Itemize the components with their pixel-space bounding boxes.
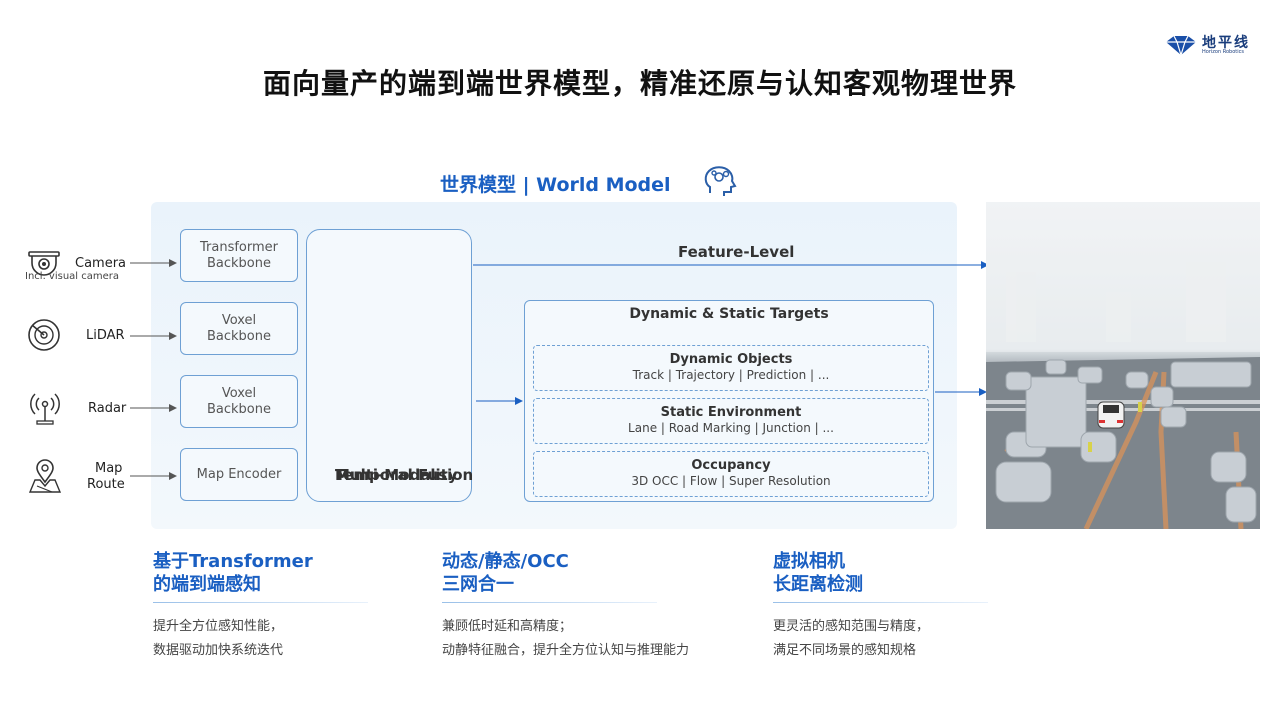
camera-icon [28, 251, 60, 276]
map-pin-icon [28, 459, 62, 493]
column-divider [773, 602, 988, 603]
lidar-label: LiDAR [86, 328, 125, 343]
camera-sublabel: Incl. visual camera [25, 271, 120, 282]
world-model-title: 世界模型 | World Model [440, 174, 671, 196]
static-environment-box: Static Environment Lane | Road Marking |… [533, 398, 929, 444]
lidar-icon [28, 319, 60, 351]
column-title: 动态/静态/OCC [442, 551, 569, 572]
column-title: 三网合一 [442, 574, 514, 595]
occupancy-title: Occupancy [691, 458, 771, 473]
column-desc: 更灵活的感知范围与精度， [773, 619, 930, 634]
column-title: 长距离检测 [773, 574, 863, 595]
column-title: 基于Transformer [153, 551, 313, 572]
feature-level-label: Feature-Level [678, 243, 795, 261]
fusion-line: Multi-Modality [335, 466, 458, 484]
column-desc: 兼顾低时延和高精度； [442, 619, 573, 634]
column-desc: 数据驱动加快系统迭代 [153, 643, 284, 658]
column-title: 虚拟相机 [773, 551, 845, 572]
column-desc: 提升全方位感知性能， [153, 619, 284, 634]
dynamic-objects-desc: Track | Trajectory | Prediction | ... [632, 368, 830, 382]
backbone-line: Backbone [206, 255, 271, 271]
fusion-line: Temporal Fusion [335, 466, 474, 484]
input-arrows [130, 259, 177, 480]
backbone-line: Map Encoder [196, 466, 282, 482]
column-divider [153, 602, 368, 603]
occupancy-box: Occupancy 3D OCC | Flow | Super Resoluti… [533, 451, 929, 497]
map-encoder-box: Map Encoder [180, 448, 298, 501]
horizon-logo-icon [1166, 35, 1196, 56]
horizon-logo: 地平线 Horizon Robotics [1164, 32, 1254, 60]
column-title: 的端到端感知 [153, 574, 261, 595]
backbone-line: Voxel [221, 385, 257, 401]
radar-label: Radar [88, 401, 127, 416]
map-label: Map [95, 461, 123, 476]
logo-text: 地平线 [1202, 35, 1250, 51]
backbone-line: Transformer [199, 239, 278, 255]
camera-label: Camera [75, 256, 127, 271]
dynamic-objects-box: Dynamic Objects Track | Trajectory | Pre… [533, 345, 929, 391]
column-divider [442, 602, 657, 603]
brain-head-icon [704, 166, 737, 196]
feature-column-virtual-camera: 虚拟相机长距离检测 更灵活的感知范围与精度， 满足不同场景的感知规格 [773, 550, 1013, 663]
backbone-line: Backbone [206, 401, 271, 417]
targets-box [524, 300, 934, 502]
targets-title: Dynamic & Static Targets [629, 306, 829, 322]
radar-icon [30, 393, 60, 425]
occupancy-desc: 3D OCC | Flow | Super Resolution [631, 474, 831, 488]
static-environment-title: Static Environment [660, 405, 802, 420]
route-label: Route [87, 477, 125, 492]
page-title: 面向量产的端到端世界模型，精准还原与认知客观物理世界 [262, 67, 1017, 100]
column-desc: 动静特征融合，提升全方位认知与推理能力 [442, 643, 690, 658]
backbone-line: Backbone [206, 328, 271, 344]
logo-subtext: Horizon Robotics [1202, 49, 1244, 55]
static-environment-desc: Lane | Road Marking | Junction | ... [628, 421, 834, 435]
column-desc: 满足不同场景的感知规格 [773, 643, 917, 658]
perception-scene-image [986, 202, 1260, 529]
dynamic-objects-title: Dynamic Objects [669, 352, 793, 367]
backbone-line: Voxel [221, 312, 257, 328]
